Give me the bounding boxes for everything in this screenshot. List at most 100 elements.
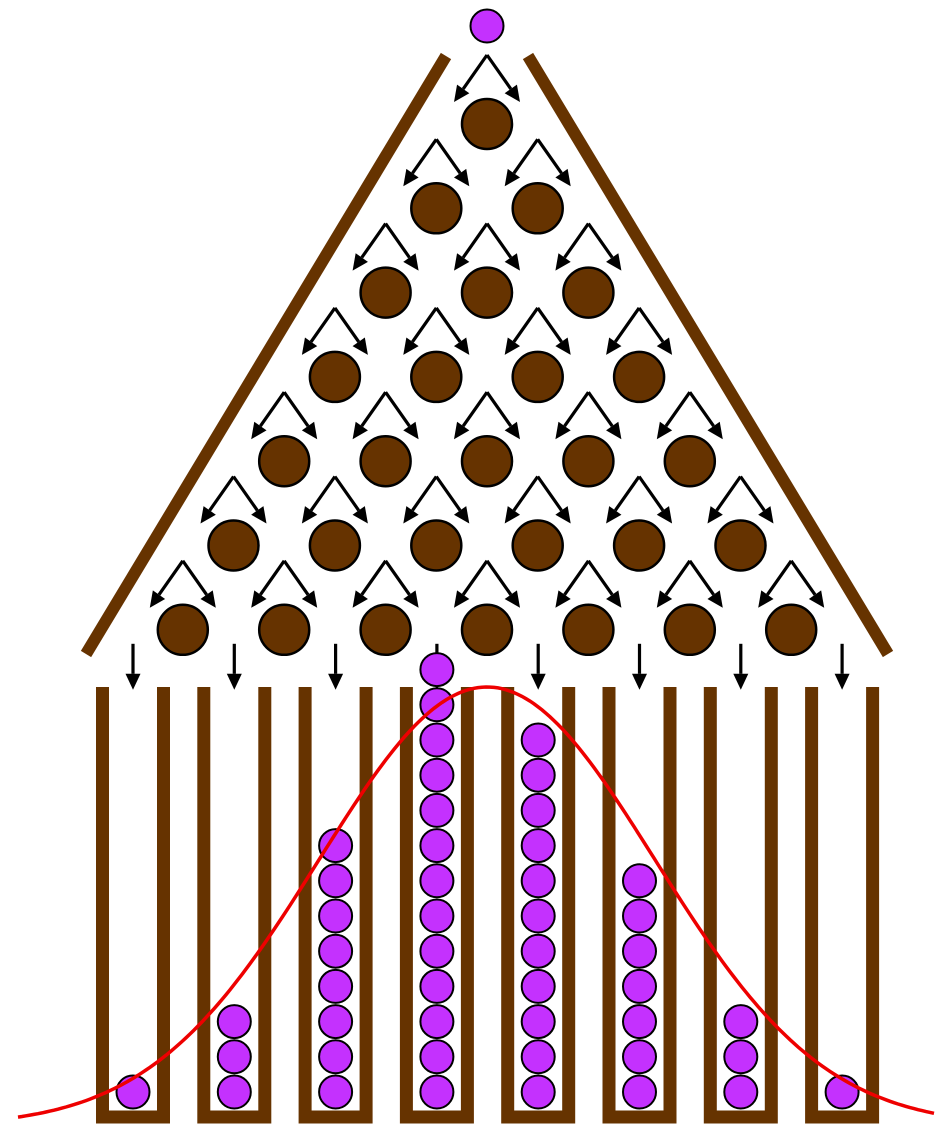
ball-icon	[623, 1040, 656, 1073]
arrow-icon	[809, 590, 824, 607]
peg-icon	[766, 605, 816, 655]
left-deflection-arrow	[657, 561, 690, 608]
peg-icon	[665, 436, 715, 486]
arrow-shaft	[565, 561, 589, 595]
peg-icon	[563, 436, 613, 486]
arrow-shaft	[311, 308, 335, 342]
ball-icon	[319, 900, 352, 933]
arrow-shaft	[463, 55, 487, 89]
arrow-shaft	[588, 224, 612, 258]
ball-icon	[420, 1076, 453, 1109]
left-deflection-arrow	[555, 392, 588, 439]
arrow-icon	[505, 169, 520, 186]
bin	[812, 687, 873, 1117]
arrow-icon	[606, 337, 621, 354]
arrow-icon	[707, 590, 722, 607]
arrow-icon	[126, 674, 141, 690]
arrow-shaft	[514, 477, 538, 511]
peg-icon	[361, 436, 411, 486]
arrow-icon	[251, 590, 266, 607]
arrow-shaft	[183, 561, 207, 595]
arrow-icon	[403, 337, 418, 354]
arrow-icon	[555, 506, 570, 523]
right-deflection-arrow	[436, 308, 469, 355]
ball-icon	[522, 1040, 555, 1073]
left-deflection-arrow	[403, 308, 436, 355]
ball-icon	[522, 935, 555, 968]
arrow-shaft	[362, 392, 386, 426]
ball-icon	[420, 759, 453, 792]
ball-icon	[319, 1076, 352, 1109]
right-deflection-arrow	[436, 139, 469, 186]
arrow-icon	[555, 169, 570, 186]
left-deflection-arrow	[454, 224, 487, 271]
arrow-icon	[454, 422, 469, 439]
normal-curve	[18, 687, 934, 1117]
arrow-shaft	[767, 561, 791, 595]
arrow-icon	[403, 506, 418, 523]
arrow-icon	[555, 422, 570, 439]
peg-icon	[716, 521, 766, 571]
arrow-icon	[454, 506, 469, 523]
right-deflection-arrow	[335, 308, 368, 355]
left-funnel-wall	[86, 56, 446, 654]
arrow-shaft	[386, 392, 410, 426]
arrow-icon	[505, 85, 520, 102]
peg-icon	[158, 605, 208, 655]
arrow-icon	[353, 506, 368, 523]
right-deflection-arrow	[335, 477, 368, 524]
arrow-icon	[403, 169, 418, 186]
right-deflection-arrow	[538, 139, 571, 186]
arrow-icon	[606, 590, 621, 607]
down-arrow	[126, 644, 141, 690]
arrow-icon	[657, 506, 672, 523]
arrow-shaft	[234, 477, 258, 511]
ball-icon	[420, 1040, 453, 1073]
arrow-shaft	[412, 477, 436, 511]
peg-icon	[513, 352, 563, 402]
arrow-shaft	[362, 224, 386, 258]
arrow-icon	[353, 590, 368, 607]
ball-icon	[522, 724, 555, 757]
left-deflection-arrow	[454, 561, 487, 608]
arrow-icon	[227, 674, 242, 690]
arrow-shaft	[639, 308, 663, 342]
arrow-icon	[505, 253, 520, 270]
right-deflection-arrow	[487, 392, 520, 439]
ball-icon	[623, 935, 656, 968]
arrow-icon	[454, 253, 469, 270]
peg-icon	[563, 605, 613, 655]
arrow-icon	[505, 590, 520, 607]
arrow-shaft	[311, 477, 335, 511]
peg-icon	[411, 521, 461, 571]
peg-icon	[361, 268, 411, 318]
arrow-shaft	[514, 308, 538, 342]
arrow-shaft	[335, 308, 359, 342]
peg-icon	[259, 605, 309, 655]
arrow-shaft	[210, 477, 234, 511]
ball-icon	[420, 829, 453, 862]
left-deflection-arrow	[251, 561, 284, 608]
arrow-shaft	[412, 308, 436, 342]
left-deflection-arrow	[758, 561, 791, 608]
ball-icon	[623, 864, 656, 897]
arrow-shaft	[436, 477, 460, 511]
right-deflection-arrow	[386, 224, 419, 271]
ball-icon	[724, 1005, 757, 1038]
ball-icon	[623, 900, 656, 933]
arrow-icon	[835, 674, 850, 690]
left-deflection-arrow	[201, 477, 234, 524]
ball-icon	[522, 794, 555, 827]
arrow-shaft	[487, 561, 511, 595]
ball-icon	[218, 1040, 251, 1073]
peg-icon	[462, 99, 512, 149]
arrow-shaft	[565, 224, 589, 258]
peg-icon	[513, 521, 563, 571]
ball-icon	[522, 759, 555, 792]
peg-icon	[462, 605, 512, 655]
arrow-icon	[251, 422, 266, 439]
ball-icon	[420, 864, 453, 897]
arrow-icon	[606, 253, 621, 270]
arrow-icon	[555, 253, 570, 270]
arrow-icon	[403, 590, 418, 607]
